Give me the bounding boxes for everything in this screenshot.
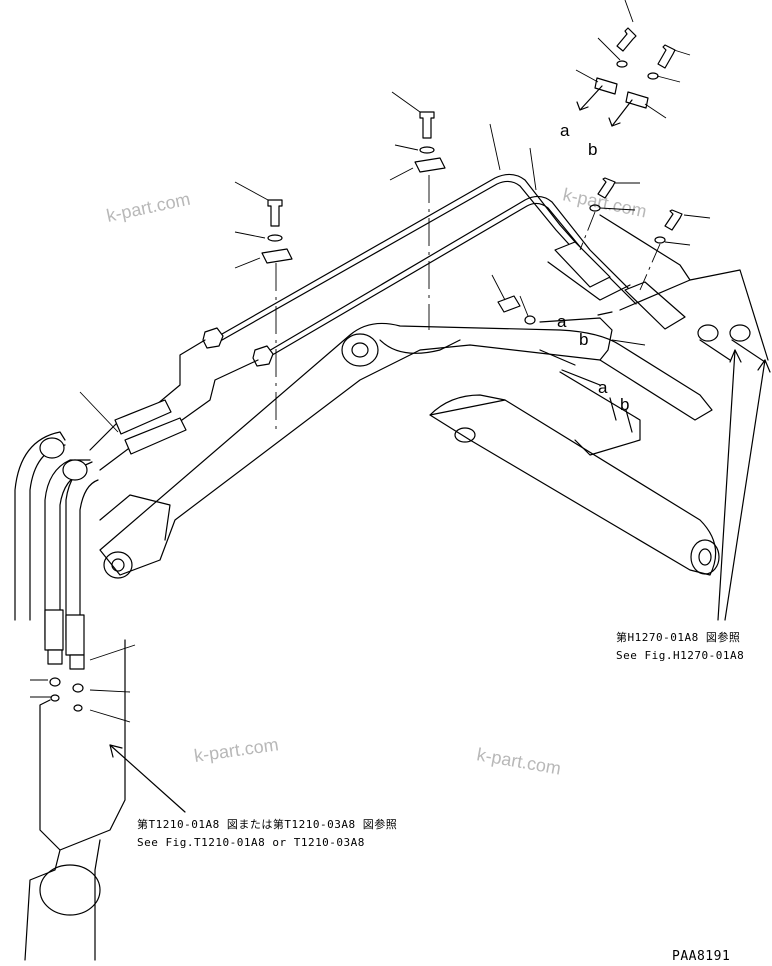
label-b-lower: b	[620, 395, 629, 414]
right-fittings	[547, 214, 769, 363]
label-a-middle: a	[557, 312, 567, 331]
reference-h1270-jp: 第H1270-01A8 図参照	[616, 630, 740, 644]
reference-t1210-jp: 第T1210-01A8 図または第T1210-03A8 図参照	[137, 817, 397, 831]
label-a-top: a	[560, 121, 570, 140]
arm-and-hoses	[14, 431, 136, 961]
reference-h1270-en: See Fig.H1270-01A8	[616, 649, 744, 662]
watermark: k-part.com	[193, 734, 280, 766]
label-b-middle: b	[579, 330, 588, 349]
hydraulic-tubes	[89, 173, 641, 471]
bolt-clip-top-right	[575, 0, 691, 127]
label-b-top: b	[588, 140, 597, 159]
watermark: k-part.com	[475, 744, 562, 778]
label-a-lower: a	[598, 378, 608, 397]
bolt-clip-top-center	[389, 91, 446, 330]
drawing-id: PAA8191	[672, 949, 730, 964]
watermark: k-part.com	[105, 189, 192, 226]
bolt-clip-right-middle	[579, 177, 711, 291]
clamp-assembly	[497, 295, 641, 456]
bolt-clip-top-left	[234, 181, 293, 430]
boom	[99, 322, 720, 579]
reference-t1210-en: See Fig.T1210-01A8 or T1210-03A8	[137, 836, 365, 849]
